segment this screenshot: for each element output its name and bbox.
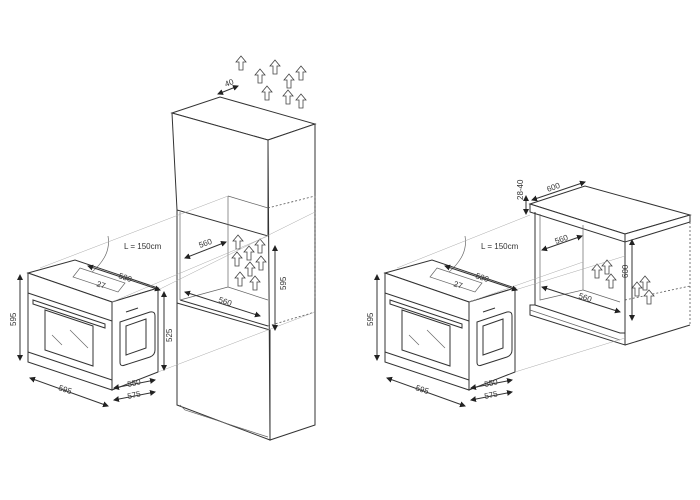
- dim-worktop-thickness: 28-40: [516, 179, 525, 200]
- dim-oven-height: 595: [9, 312, 18, 326]
- base-cabinet: [528, 185, 692, 346]
- dim-niche-height: 595: [279, 276, 288, 290]
- dim-oven-depth-body: 550: [127, 377, 142, 389]
- dim-oven-width: 595: [414, 383, 430, 396]
- dim-oven-depth-body: 550: [484, 377, 499, 389]
- oven-left: [27, 235, 159, 391]
- cable-length-label: L = 150cm: [124, 242, 162, 251]
- right-installation: L = 150cm 530 27 595 595 550 575 28-40 6…: [366, 179, 692, 408]
- dim-ventilation-gap: 40: [223, 77, 235, 89]
- dim-oven-depth-top: 530: [474, 271, 490, 284]
- airflow-arrows-top: [235, 55, 307, 109]
- dim-niche-height: 600: [621, 264, 630, 278]
- dim-oven-height: 595: [366, 312, 375, 326]
- dim-oven-width: 595: [57, 383, 73, 396]
- dim-worktop-depth: 600: [546, 181, 562, 194]
- dim-oven-side-height: 525: [165, 328, 174, 342]
- dimension-lines-right: [374, 180, 635, 408]
- guide-lines-left: [39, 195, 316, 373]
- dim-oven-depth-top: 530: [117, 271, 133, 284]
- dim-oven-inset: 27: [452, 279, 464, 290]
- oven-right: [384, 235, 516, 391]
- dimension-lines-left: [17, 85, 278, 408]
- tall-cabinet: [170, 96, 317, 441]
- cable-length-label: L = 150cm: [481, 242, 519, 251]
- dim-oven-inset: 27: [95, 279, 107, 290]
- airflow-arrows-niche: [231, 234, 267, 291]
- dim-niche-width-top: 560: [554, 233, 570, 246]
- dim-niche-width-bottom: 560: [217, 295, 233, 308]
- dim-niche-width-top: 560: [198, 237, 214, 250]
- dim-oven-depth-total: 575: [127, 389, 142, 401]
- dim-oven-depth-total: 575: [484, 389, 499, 401]
- left-installation: L = 150cm 530 27 595 595 525 550 575 560…: [9, 55, 317, 441]
- dim-niche-width-bottom: 560: [577, 291, 593, 304]
- guide-lines-right: [396, 214, 626, 373]
